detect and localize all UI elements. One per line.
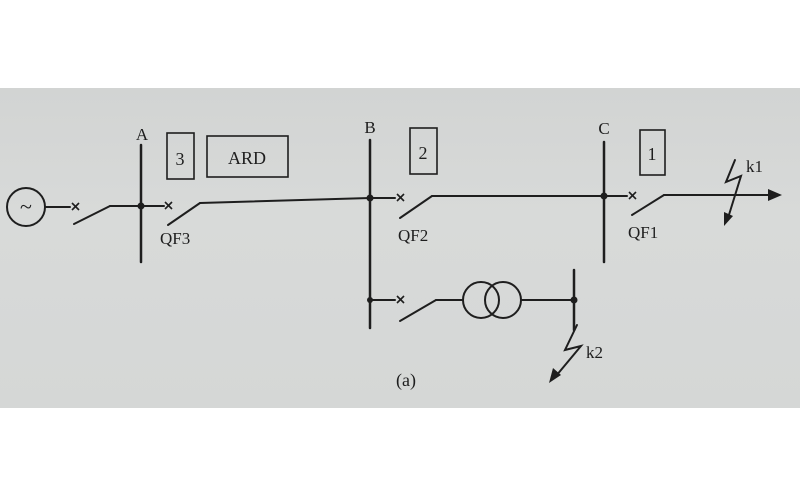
fault-k1-arrow — [724, 212, 733, 226]
protection-box-1 — [639, 129, 666, 176]
breaker-mark — [71, 202, 80, 211]
source-symbol: ~ — [20, 194, 32, 219]
qf2-label: QF2 — [398, 226, 428, 245]
fault-k2-label: k2 — [586, 343, 603, 362]
figure-caption: (a) — [396, 370, 416, 391]
line-a-b — [199, 197, 371, 204]
protection-box-3-label: 3 — [176, 149, 185, 169]
fault-k2-symbol — [555, 324, 584, 377]
transformer-switch-blade — [399, 299, 437, 322]
protection-box-2 — [409, 127, 438, 175]
breaker-mark — [396, 193, 405, 202]
qf3-blade — [167, 202, 201, 226]
ard-box — [206, 135, 289, 178]
breaker-mark — [628, 191, 637, 200]
photo-background — [0, 88, 800, 408]
fault-k1-label: k1 — [746, 157, 763, 176]
protection-box-2-label: 2 — [419, 143, 428, 163]
bus-a-label: A — [136, 125, 149, 144]
protection-box-3 — [166, 132, 195, 180]
switch-blade — [73, 205, 111, 225]
protection-box-1-label: 1 — [648, 144, 657, 164]
transformer-winding-2 — [484, 281, 522, 319]
qf1-label: QF1 — [628, 223, 658, 242]
transformer-winding-1 — [462, 281, 500, 319]
bus-b-label: B — [364, 118, 375, 137]
generator-source: ~ — [6, 187, 46, 227]
fault-k1-symbol — [724, 159, 743, 219]
secondary-bus-node — [570, 296, 578, 304]
ard-label: ARD — [228, 148, 266, 168]
qf1-blade — [631, 194, 665, 216]
breaker-mark — [164, 201, 173, 210]
bus-c-label: C — [598, 119, 609, 138]
qf3-label: QF3 — [160, 229, 190, 248]
breaker-mark — [396, 295, 405, 304]
outgoing-arrow — [768, 189, 782, 201]
qf2-blade — [399, 195, 433, 219]
fault-k2-arrow — [549, 368, 561, 383]
